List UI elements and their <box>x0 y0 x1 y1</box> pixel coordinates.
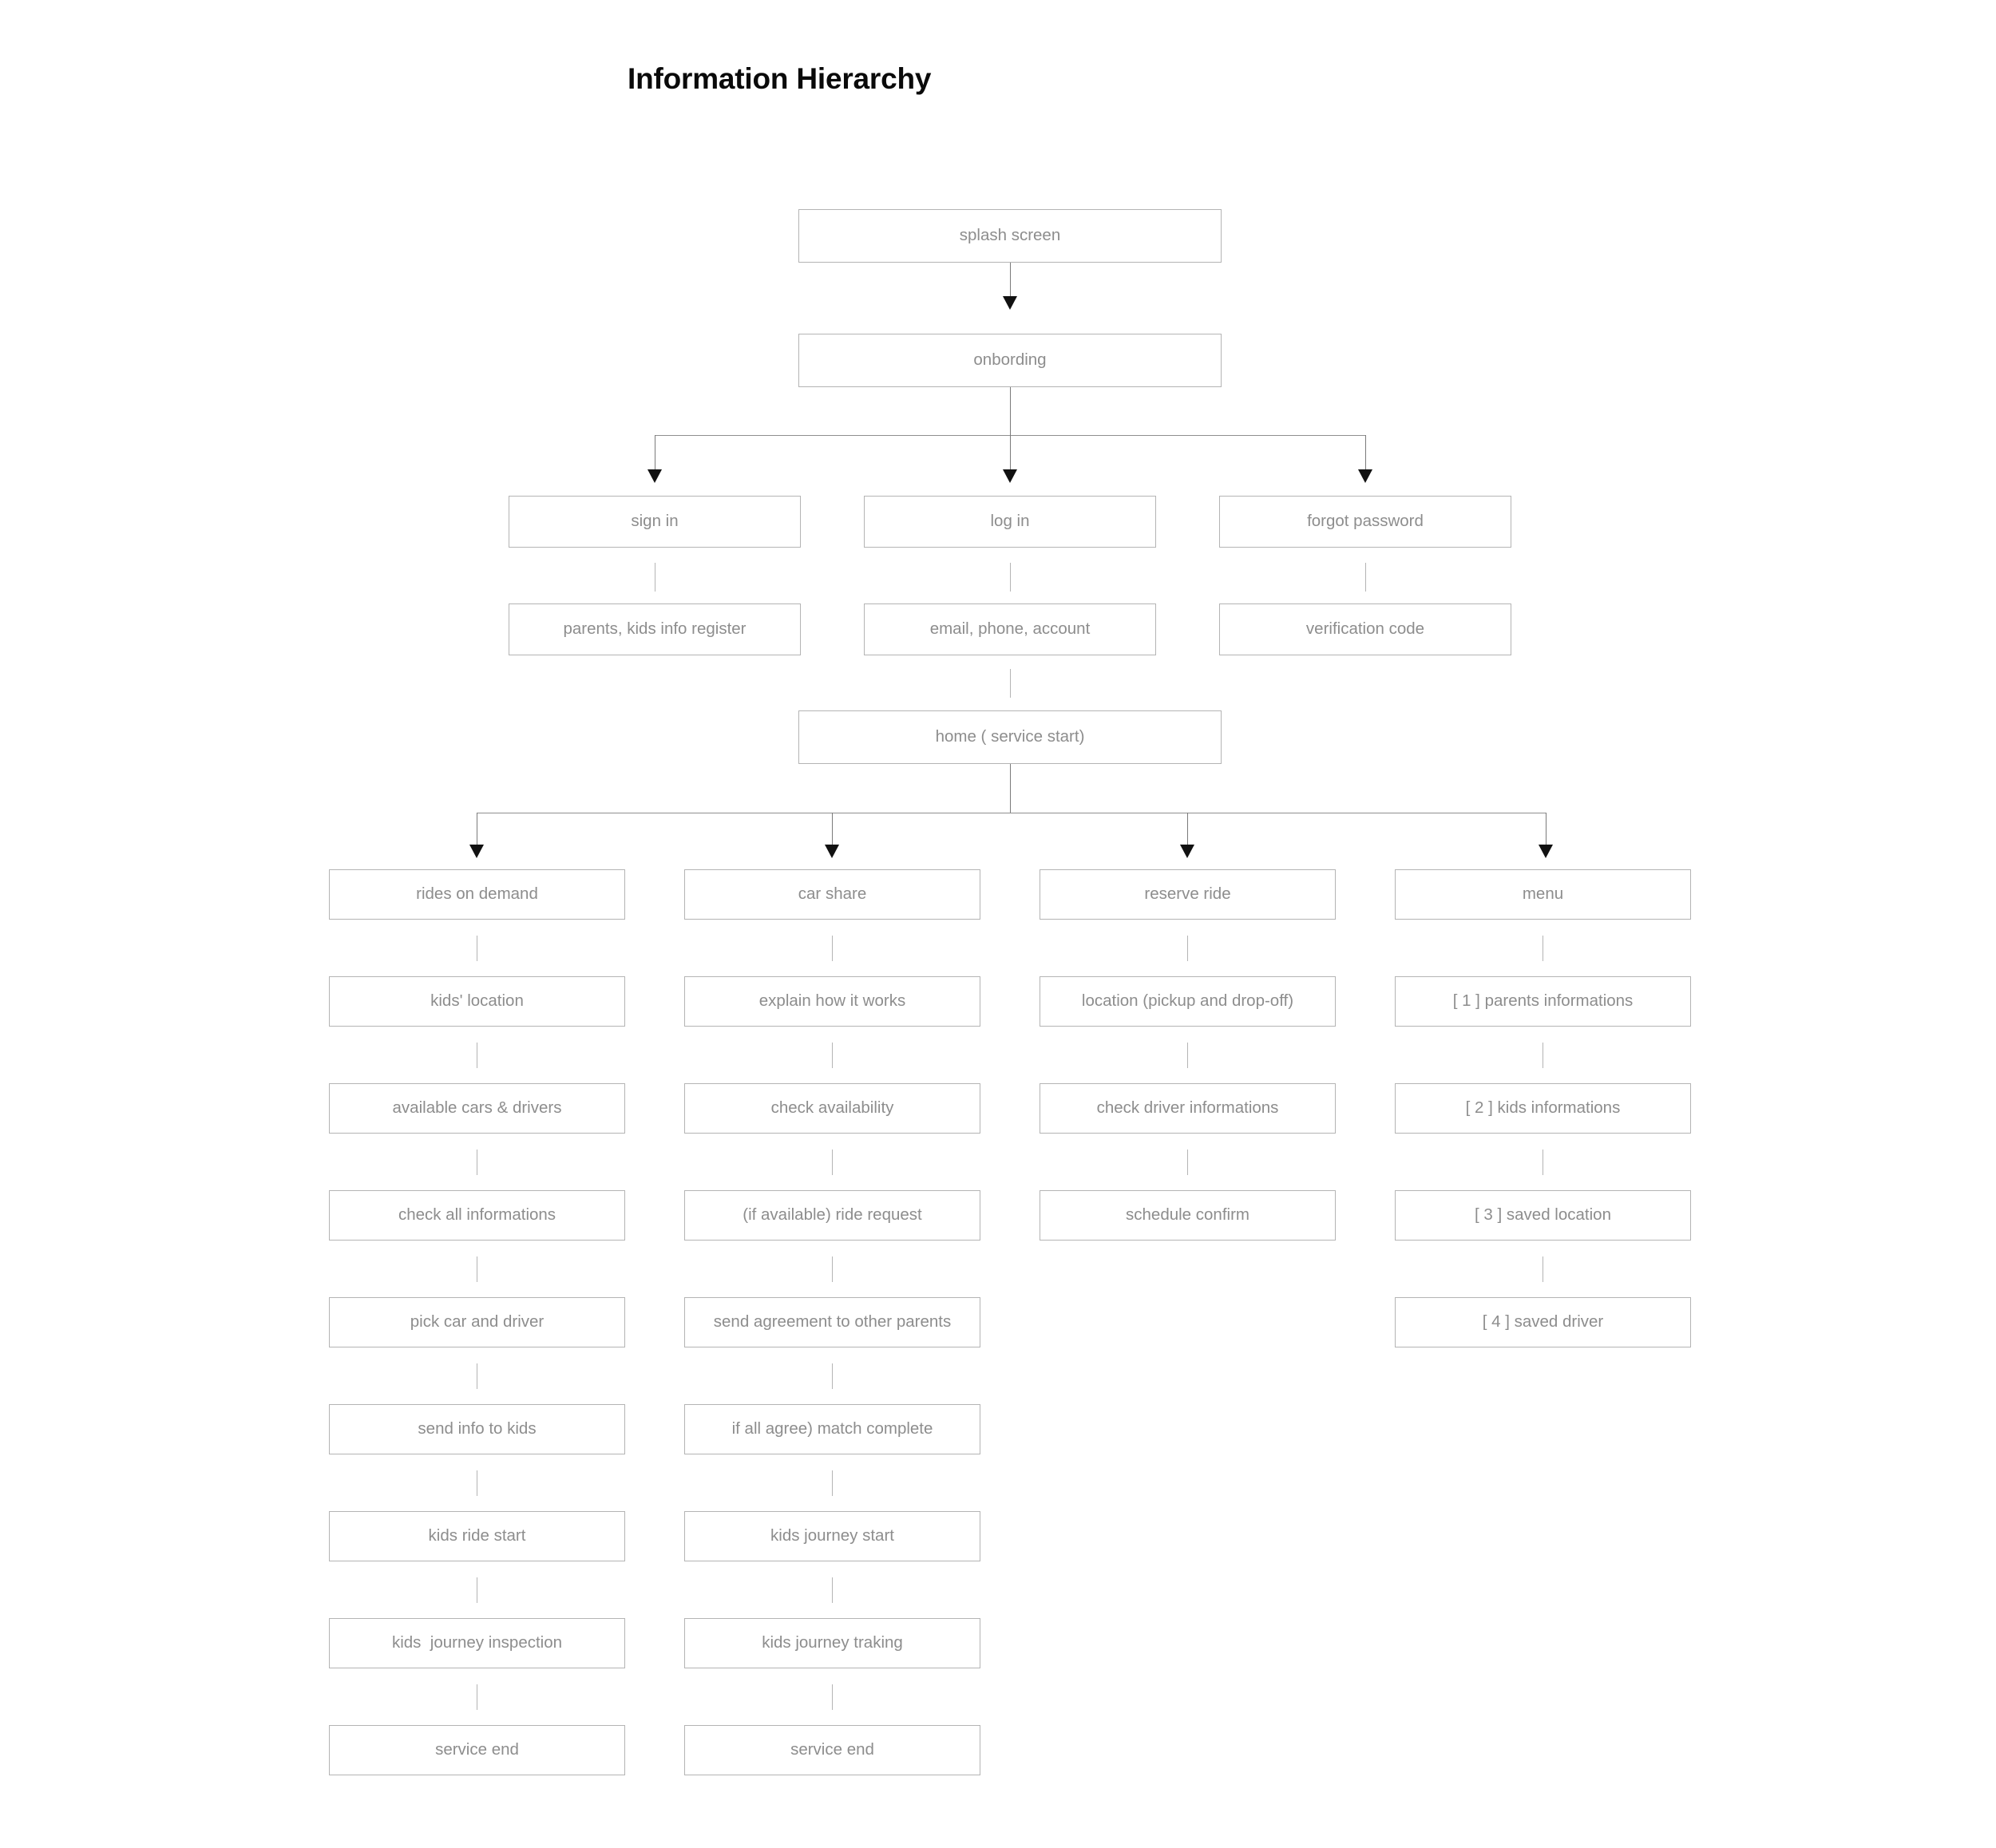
node-splash-screen[interactable]: splash screen <box>798 209 1222 263</box>
connector-onbording-stem <box>1010 387 1011 468</box>
node-col2-step-6[interactable]: kids journey start <box>684 1511 980 1561</box>
node-col1-step-6[interactable]: kids ride start <box>329 1511 625 1561</box>
connector-col2-6 <box>832 1577 833 1603</box>
node-col1-step-3[interactable]: check all informations <box>329 1190 625 1241</box>
node-col3-head[interactable]: reserve ride <box>1040 869 1336 920</box>
page-title: Information Hierarchy <box>628 62 932 95</box>
connector-col2-7 <box>832 1684 833 1710</box>
arrowhead-forgot-password <box>1358 469 1372 483</box>
connector-col2-4 <box>832 1363 833 1389</box>
connector-col2-3 <box>832 1256 833 1282</box>
node-col2-step-5[interactable]: if all agree) match complete <box>684 1404 980 1454</box>
node-email-phone-account[interactable]: email, phone, account <box>864 603 1156 655</box>
node-onbording[interactable]: onbording <box>798 334 1222 387</box>
arrowhead-rides-on-demand <box>469 845 484 858</box>
node-col3-step-3[interactable]: schedule confirm <box>1040 1190 1336 1241</box>
arrowhead-sign-in <box>648 469 662 483</box>
node-col4-step-1[interactable]: [ 1 ] parents informations <box>1395 976 1691 1027</box>
node-col4-step-3[interactable]: [ 3 ] saved location <box>1395 1190 1691 1241</box>
arrowhead-car-share <box>825 845 839 858</box>
node-col2-step-4[interactable]: send agreement to other parents <box>684 1297 980 1347</box>
node-col2-step-3[interactable]: (if available) ride request <box>684 1190 980 1241</box>
node-sign-in[interactable]: sign in <box>509 496 801 548</box>
connector-login-to-account <box>1010 563 1011 592</box>
connector-bus-to-forgot <box>1365 435 1366 473</box>
node-log-in[interactable]: log in <box>864 496 1156 548</box>
connector-col3-1 <box>1187 1043 1188 1068</box>
node-forgot-password[interactable]: forgot password <box>1219 496 1511 548</box>
connector-account-to-home <box>1010 669 1011 698</box>
connector-col3-0 <box>1187 936 1188 961</box>
node-parents-kids-info-register[interactable]: parents, kids info register <box>509 603 801 655</box>
node-col2-head[interactable]: car share <box>684 869 980 920</box>
node-col3-step-2[interactable]: check driver informations <box>1040 1083 1336 1134</box>
node-col1-step-7[interactable]: kids journey inspection <box>329 1618 625 1668</box>
arrowhead-menu <box>1539 845 1553 858</box>
connector-col2-0 <box>832 936 833 961</box>
node-col2-step-2[interactable]: check availability <box>684 1083 980 1134</box>
node-home-service-start[interactable]: home ( service start) <box>798 710 1222 764</box>
connector-col2-1 <box>832 1043 833 1068</box>
connector-bus-to-car-share <box>832 813 833 849</box>
connector-splash-to-onbording <box>1010 263 1011 301</box>
node-col1-step-1[interactable]: kids' location <box>329 976 625 1027</box>
node-col2-step-7[interactable]: kids journey traking <box>684 1618 980 1668</box>
node-col1-step-8[interactable]: service end <box>329 1725 625 1775</box>
connector-forgot-to-verification <box>1365 563 1366 592</box>
node-col4-step-2[interactable]: [ 2 ] kids informations <box>1395 1083 1691 1134</box>
connector-col3-2 <box>1187 1150 1188 1175</box>
node-col1-step-4[interactable]: pick car and driver <box>329 1297 625 1347</box>
node-col2-step-8[interactable]: service end <box>684 1725 980 1775</box>
connector-col2-5 <box>832 1470 833 1496</box>
arrowhead-reserve-ride <box>1180 845 1194 858</box>
connector-bus-to-menu <box>1546 813 1547 849</box>
arrowhead-onbording <box>1003 296 1017 310</box>
node-col2-step-1[interactable]: explain how it works <box>684 976 980 1027</box>
node-col1-step-5[interactable]: send info to kids <box>329 1404 625 1454</box>
node-col3-step-1[interactable]: location (pickup and drop-off) <box>1040 976 1336 1027</box>
node-col4-step-4[interactable]: [ 4 ] saved driver <box>1395 1297 1691 1347</box>
connector-bus-to-reserve-ride <box>1187 813 1188 849</box>
node-col4-head[interactable]: menu <box>1395 869 1691 920</box>
connector-home-stem <box>1010 764 1011 813</box>
node-col1-step-2[interactable]: available cars & drivers <box>329 1083 625 1134</box>
connector-bus-to-login <box>1010 435 1011 473</box>
node-verification-code[interactable]: verification code <box>1219 603 1511 655</box>
connector-col2-2 <box>832 1150 833 1175</box>
arrowhead-log-in <box>1003 469 1017 483</box>
node-col1-head[interactable]: rides on demand <box>329 869 625 920</box>
